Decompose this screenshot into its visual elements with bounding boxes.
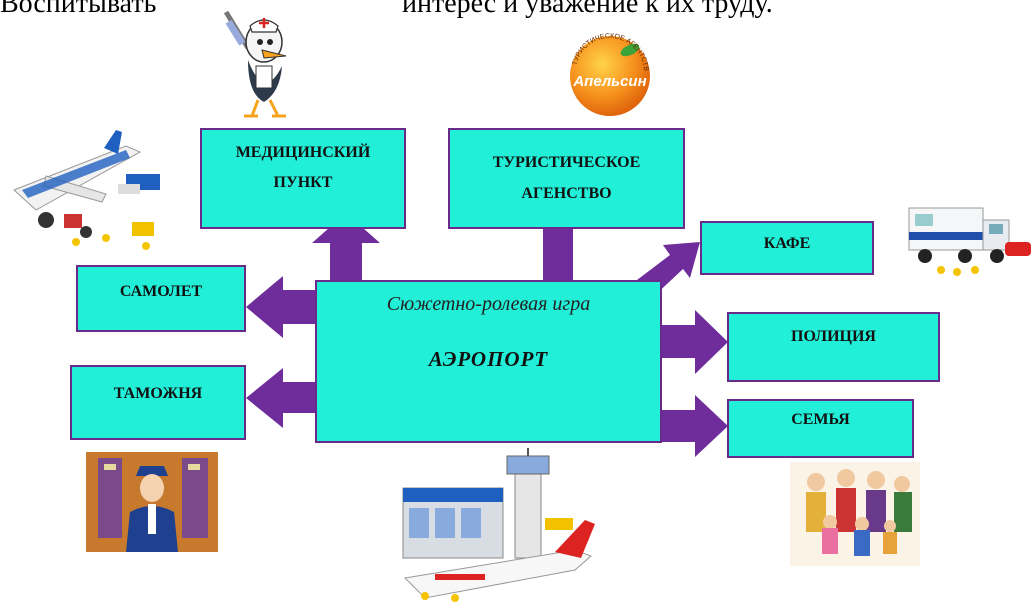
toy-airport-illustration bbox=[402, 448, 595, 602]
box-tourist: ТУРИСТИЧЕСКОЕ АГЕНСТВО bbox=[448, 128, 685, 229]
box-customs: ТАМОЖНЯ bbox=[70, 365, 246, 440]
box-tourist-line2: АГЕНСТВО bbox=[521, 184, 612, 202]
box-family-label: СЕМЬЯ bbox=[791, 411, 850, 428]
toy-airplane-illustration bbox=[13, 130, 160, 250]
box-medical-line1: МЕДИЦИНСКИЙ bbox=[235, 144, 371, 161]
box-medical-line2: ПУНКТ bbox=[273, 174, 333, 192]
caption-part-1: Воспитывать bbox=[0, 0, 157, 19]
box-plane-label: САМОЛЕТ bbox=[119, 283, 203, 300]
arrow-to-family bbox=[660, 395, 728, 457]
center-title: АЭРОПОРТ bbox=[428, 347, 549, 371]
box-plane: САМОЛЕТ bbox=[76, 265, 246, 332]
arrow-to-tourist bbox=[543, 228, 573, 280]
box-tourist-line1: ТУРИСТИЧЕСКОЕ bbox=[492, 154, 641, 172]
logo-brand: Апельсин bbox=[572, 73, 646, 90]
box-medical: МЕДИЦИНСКИЙ ПУНКТ bbox=[200, 128, 406, 229]
box-cafe: КАФЕ bbox=[700, 221, 874, 275]
doctor-bird-illustration bbox=[223, 10, 287, 118]
box-family: СЕМЬЯ bbox=[727, 399, 914, 458]
box-police-label: ПОЛИЦИЯ bbox=[791, 328, 876, 345]
arrow-to-police bbox=[660, 310, 728, 374]
police-truck-illustration bbox=[908, 207, 1031, 276]
orange-agency-logo: ТУРИСТИЧЕСКОЕ АГЕНТСТВО Апельсин bbox=[560, 20, 650, 116]
caption-part-2: интерес и уважение к их труду. bbox=[402, 0, 773, 19]
box-police: ПОЛИЦИЯ bbox=[727, 312, 940, 382]
box-cafe-label: КАФЕ bbox=[763, 235, 811, 252]
center-box-airport: Сюжетно-ролевая игра АЭРОПОРТ bbox=[315, 280, 662, 443]
center-subtitle: Сюжетно-ролевая игра bbox=[386, 293, 591, 315]
customs-officer-illustration bbox=[86, 452, 218, 552]
family-illustration bbox=[790, 462, 920, 566]
top-caption: Воспитывать интерес и уважение к их труд… bbox=[0, 0, 1033, 19]
arrow-to-medical bbox=[312, 213, 380, 280]
arrow-to-customs bbox=[246, 368, 318, 428]
box-customs-label: ТАМОЖНЯ bbox=[113, 385, 203, 402]
arrow-to-plane bbox=[246, 276, 318, 338]
